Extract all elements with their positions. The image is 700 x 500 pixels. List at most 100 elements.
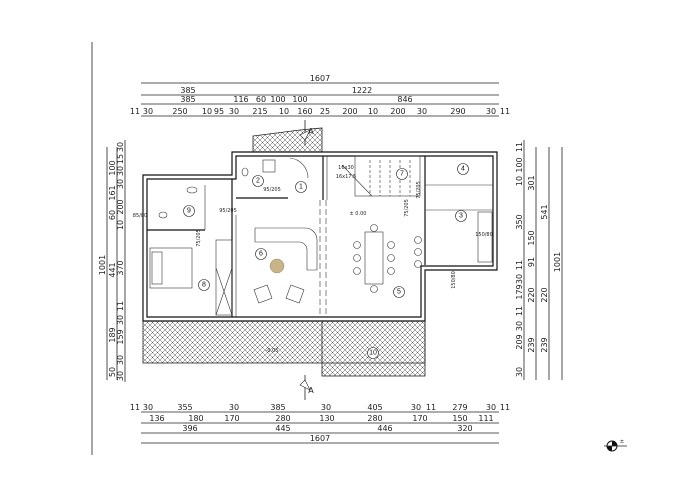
dimension-label: 30 xyxy=(515,367,524,377)
dimension-label: 161 xyxy=(108,185,117,200)
opening-size-label: 16x30 xyxy=(338,165,354,171)
dimension-label: 30 xyxy=(411,403,421,412)
opening-size-label: 75/205 xyxy=(404,199,410,217)
dimension-label: 10 xyxy=(279,107,289,116)
room-number-circle xyxy=(198,279,210,291)
room-number-circle xyxy=(393,286,405,298)
dimension-label: 159 xyxy=(116,329,125,344)
toilet xyxy=(241,167,249,177)
dimension-label: 116 xyxy=(233,95,248,104)
dimension-label: 10 xyxy=(202,107,212,116)
opening-size-label: 95/205 xyxy=(263,187,281,193)
dimension-label: 30 xyxy=(515,274,524,284)
room-number: 4 xyxy=(461,166,465,173)
section-marker-bottom: A xyxy=(299,375,314,400)
dimension-label: 136 xyxy=(149,414,164,423)
dimension-label: 11 xyxy=(426,403,436,412)
dimension-label: 50 xyxy=(108,367,117,377)
dimension-label: 25 xyxy=(320,107,330,116)
dimension-label: 170 xyxy=(412,414,427,423)
dimension-label: 385 xyxy=(180,86,195,95)
dimension-label: 10 xyxy=(368,107,378,116)
dimension-label: 846 xyxy=(397,95,412,104)
opening-size-label: 75/205 xyxy=(196,229,202,247)
dimension-label: 11 xyxy=(515,306,524,316)
dimension-label: 1607 xyxy=(310,434,330,443)
dimension-label: 320 xyxy=(457,424,472,433)
dimension-label: 189 xyxy=(108,327,117,342)
dimension-label: 95 xyxy=(214,107,224,116)
section-marker-top: A xyxy=(299,120,314,145)
dimension-label: 11 xyxy=(116,301,125,311)
dimension-label: 1222 xyxy=(352,86,372,95)
bed xyxy=(149,247,193,289)
room-number-circle xyxy=(295,181,307,193)
shower xyxy=(262,159,276,173)
dimension-label: 280 xyxy=(275,414,290,423)
dimension-label: 30 xyxy=(116,166,125,176)
dimension-label: 180 xyxy=(188,414,203,423)
opening-size-label: 16x17.5 xyxy=(336,174,356,180)
dimension-label: 11 xyxy=(515,260,524,270)
dimension-label: 160 xyxy=(297,107,312,116)
dimension-label: 30 xyxy=(116,142,125,152)
exterior-wall-inner xyxy=(146,155,494,318)
kitchen-counter xyxy=(477,211,493,263)
dimension-label: 396 xyxy=(182,424,197,433)
dimension-label: 10 xyxy=(515,176,524,186)
dimension-label: 10 xyxy=(116,220,125,230)
dimension-label: 220 xyxy=(540,287,549,302)
dimension-label: 405 xyxy=(367,403,382,412)
dimension-label: 100 xyxy=(270,95,285,104)
toilet xyxy=(158,211,168,219)
dimension-label: 30 xyxy=(515,321,524,331)
dimension-label: 11 xyxy=(500,107,510,116)
room-number: 7 xyxy=(400,171,404,178)
dimension-label: 30 xyxy=(229,403,239,412)
room-number-circle xyxy=(252,175,264,187)
dimension-label: 209 xyxy=(515,334,524,349)
dimension-label: 370 xyxy=(116,260,125,275)
dimension-label: 30 xyxy=(116,179,125,189)
dimension-label: 60 xyxy=(256,95,266,104)
door-swing xyxy=(289,157,309,179)
rug xyxy=(269,258,285,274)
dimension-label: 350 xyxy=(515,214,524,229)
sofa xyxy=(254,227,318,271)
dimension-label: 170 xyxy=(224,414,239,423)
room-number: 10 xyxy=(369,350,377,357)
dimension-label: 11 xyxy=(130,403,140,412)
opening-size-label: 95/205 xyxy=(219,208,237,214)
elevation-label: ± 0.00 xyxy=(350,211,367,217)
dimension-label: 280 xyxy=(367,414,382,423)
dimension-label: 30 xyxy=(116,355,125,365)
dimension-label: 30 xyxy=(143,403,153,412)
exterior-wall xyxy=(142,151,498,322)
dining-table xyxy=(364,231,384,285)
room-number-circle xyxy=(255,248,267,260)
room-number: 2 xyxy=(256,178,260,185)
dimension-label: 150 xyxy=(452,414,467,423)
dimension-label: 290 xyxy=(450,107,465,116)
dimension-label: 385 xyxy=(270,403,285,412)
room-number: 1 xyxy=(299,184,303,191)
room-number-circle xyxy=(183,205,195,217)
room-number-circle xyxy=(455,210,467,222)
elevation-label: -0.05 xyxy=(266,348,279,354)
sink xyxy=(186,186,198,194)
interior-walls xyxy=(147,155,493,317)
opening-size-label: 85/80 xyxy=(133,213,147,219)
room-number-circle xyxy=(396,168,408,180)
dimension-label: 200 xyxy=(390,107,405,116)
section-label: A xyxy=(308,386,314,395)
room-number: 6 xyxy=(259,251,263,258)
dimension-label: 100 xyxy=(292,95,307,104)
dimension-label: 239 xyxy=(540,337,549,352)
dimension-label: 1001 xyxy=(98,255,107,275)
dimension-label: 100 xyxy=(108,160,117,175)
dimension-label: 441 xyxy=(108,262,117,277)
room-number-circle xyxy=(457,163,469,175)
room-number: 9 xyxy=(187,208,191,215)
